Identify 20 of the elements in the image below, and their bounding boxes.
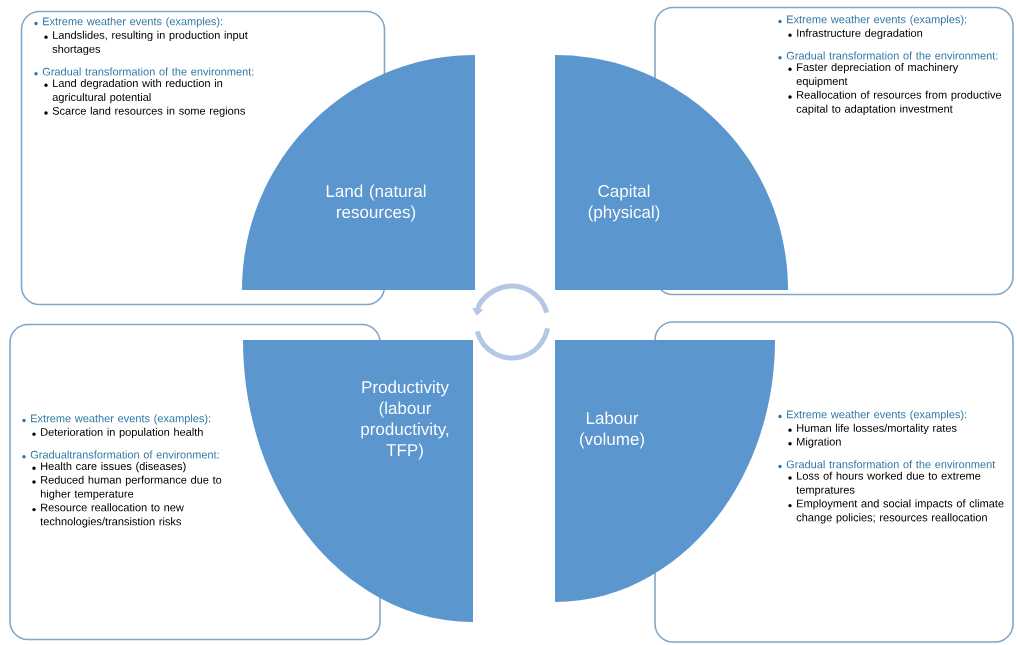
bullet-item: Scarce land resources in some regions (44, 106, 245, 117)
bullet-item: Health care issues (diseases) (32, 462, 186, 473)
bullet-item: Loss of hours worked due to extreme tempratures (788, 471, 981, 496)
bullet-item: Land degradation with reduction in agricultural potential (44, 79, 223, 104)
bullet-item: Faster depreciation of machinery equipment (788, 63, 959, 88)
bullet-item: Migration (788, 437, 841, 448)
section-heading: Extreme weather events (examples): (778, 410, 967, 421)
section-heading: Extreme weather events (examples): (34, 17, 223, 28)
section-heading: Gradual transformation of the environment (778, 460, 996, 469)
bullet-item: Human life losses/mortality rates (788, 423, 957, 435)
section-heading: Extreme weather events (examples): (778, 15, 967, 26)
bullet-item: Reallocation of resources from productive capital to adaptation investment (788, 90, 1002, 115)
bullet-item: Deterioration in population health (32, 427, 203, 439)
section-heading: Extreme weather events (examples): (22, 414, 211, 425)
section-heading: Gradualtransformation of environment: (22, 450, 219, 459)
bullet-item: Resource reallocation to new technologies/transistion risks (32, 503, 184, 528)
bullet-item: Landslides, resulting in production input shortages (44, 30, 248, 56)
bullet-item: Employment and social impacts of climate change policies; resources reallocation (788, 499, 1004, 524)
bullet-item: Infrastructure degradation (788, 28, 923, 40)
bullet-item: Reduced human performance due to higher temperature (32, 475, 222, 500)
